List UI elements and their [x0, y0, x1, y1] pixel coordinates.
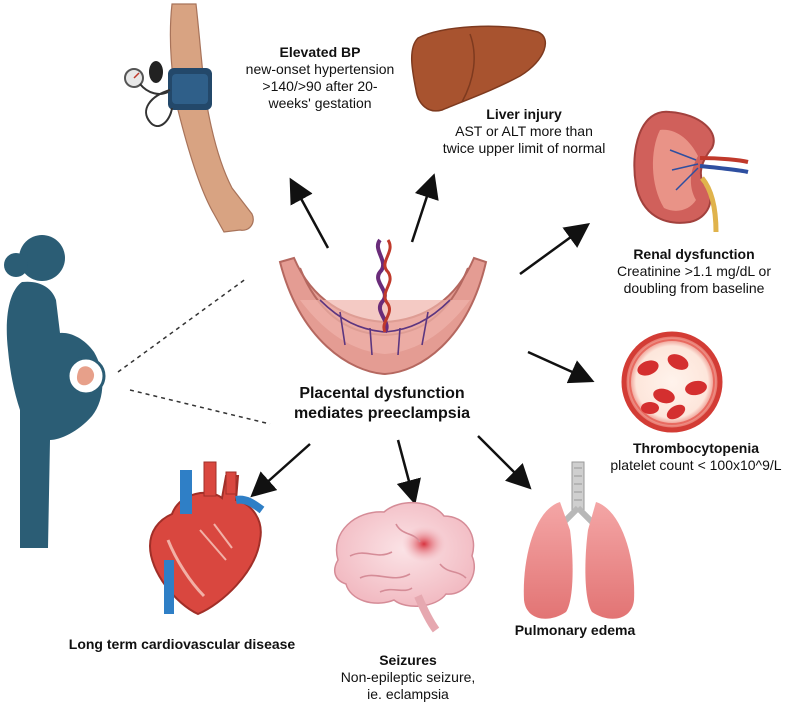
- label-cardiovascular: Long term cardiovascular disease: [56, 636, 308, 653]
- label-elevated-bp-line2: >140/>90 after 20-: [262, 78, 378, 94]
- label-elevated-bp-line3: weeks' gestation: [268, 95, 372, 111]
- label-elevated-bp-title: Elevated BP: [279, 44, 361, 60]
- label-renal-dysfunction-line2: doubling from baseline: [623, 280, 765, 296]
- label-seizures-line2: ie. eclampsia: [367, 686, 449, 702]
- label-liver-injury-line2: twice upper limit of normal: [442, 140, 606, 156]
- label-thrombocytopenia-line1: platelet count < 100x10^9/L: [610, 457, 782, 473]
- arrow-to-lungs: [477, 435, 532, 490]
- label-liver-injury-title: Liver injury: [486, 106, 562, 122]
- brain-icon: [333, 501, 475, 633]
- arrow-to-heart: [250, 443, 311, 498]
- label-seizures: Seizures Non-epileptic seizure, ie. ecla…: [334, 652, 482, 703]
- label-renal-dysfunction-title: Renal dysfunction: [633, 246, 755, 262]
- arrow-to-bp: [289, 177, 330, 249]
- arrow-to-thrombo: [527, 350, 595, 384]
- dashed-connector-upper: [117, 277, 248, 373]
- placenta-icon: [278, 238, 488, 376]
- label-cardiovascular-title: Long term cardiovascular disease: [68, 636, 296, 652]
- label-seizures-title: Seizures: [379, 652, 437, 668]
- label-elevated-bp-line1: new-onset hypertension: [245, 61, 395, 77]
- label-seizures-line1: Non-epileptic seizure,: [340, 669, 476, 685]
- heart-icon: [148, 461, 265, 616]
- label-elevated-bp: Elevated BP new-onset hypertension >140/…: [218, 44, 422, 112]
- center-title-line2: mediates preeclampsia: [293, 405, 471, 422]
- label-renal-dysfunction-line1: Creatinine >1.1 mg/dL or: [617, 263, 771, 279]
- label-liver-injury: Liver injury AST or ALT more than twice …: [418, 106, 630, 157]
- arrow-to-brain: [396, 439, 421, 505]
- pregnant-woman-icon: [4, 235, 106, 548]
- blood-vessel-icon: [621, 331, 723, 433]
- arrow-to-liver: [410, 173, 439, 243]
- label-pulmonary-edema-title: Pulmonary edema: [514, 622, 636, 638]
- label-thrombocytopenia-title: Thrombocytopenia: [632, 440, 759, 456]
- dashed-connector-lower: [129, 389, 271, 425]
- label-renal-dysfunction: Renal dysfunction Creatinine >1.1 mg/dL …: [596, 246, 792, 297]
- center-title-line1: Placental dysfunction: [299, 385, 465, 402]
- lungs-icon: [523, 461, 635, 619]
- blood-pressure-arm-icon: [124, 3, 254, 233]
- center-title: Placental dysfunction mediates preeclamp…: [262, 384, 502, 424]
- label-pulmonary-edema: Pulmonary edema: [500, 622, 650, 639]
- label-liver-injury-line1: AST or ALT more than: [455, 123, 593, 139]
- liver-icon: [411, 25, 547, 112]
- label-thrombocytopenia: Thrombocytopenia platelet count < 100x10…: [588, 440, 804, 474]
- kidney-icon: [633, 110, 749, 233]
- arrow-to-kidney: [519, 223, 591, 276]
